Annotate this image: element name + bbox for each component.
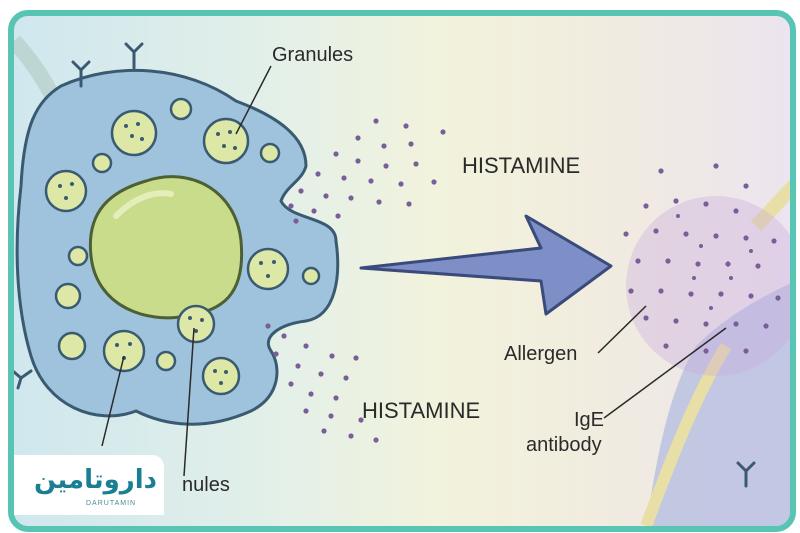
label-allergen: Allergen [504,343,578,365]
pointer-lines [101,65,727,477]
allergen-cloud [626,196,790,376]
label-histamine-bottom: HISTAMINE [362,398,481,423]
label-granules-bottom: nules [182,474,230,496]
illustration-frame: Granules HISTAMINE HISTAMINE Allergen Ig… [8,10,796,532]
label-histamine-top: HISTAMINE [462,153,581,178]
ige-antibody [736,461,756,488]
mast-cell-diagram [14,35,790,526]
granule-dots [58,122,276,385]
logo-subtext: DARUTAMIN [86,500,137,507]
background-ridge-right [640,342,732,526]
allergen-dots [623,163,781,354]
granules [44,97,321,396]
release-arrow [359,214,613,316]
label-ige: IgE [574,409,605,431]
logo-wordmark: داروتامین [34,465,158,495]
background-cell-right [646,283,790,526]
background-ridge-top-right [751,180,790,231]
surface-receptors [14,42,144,390]
nucleus [88,175,244,320]
histamine-dots-bottom [265,323,379,443]
label-antibody: antibody [526,434,602,456]
brand-logo: داروتامین DARUTAMIN [14,455,164,515]
label-granules-top: Granules [272,44,354,66]
nucleus-highlight [113,190,174,219]
histamine-dots-top [288,118,446,224]
